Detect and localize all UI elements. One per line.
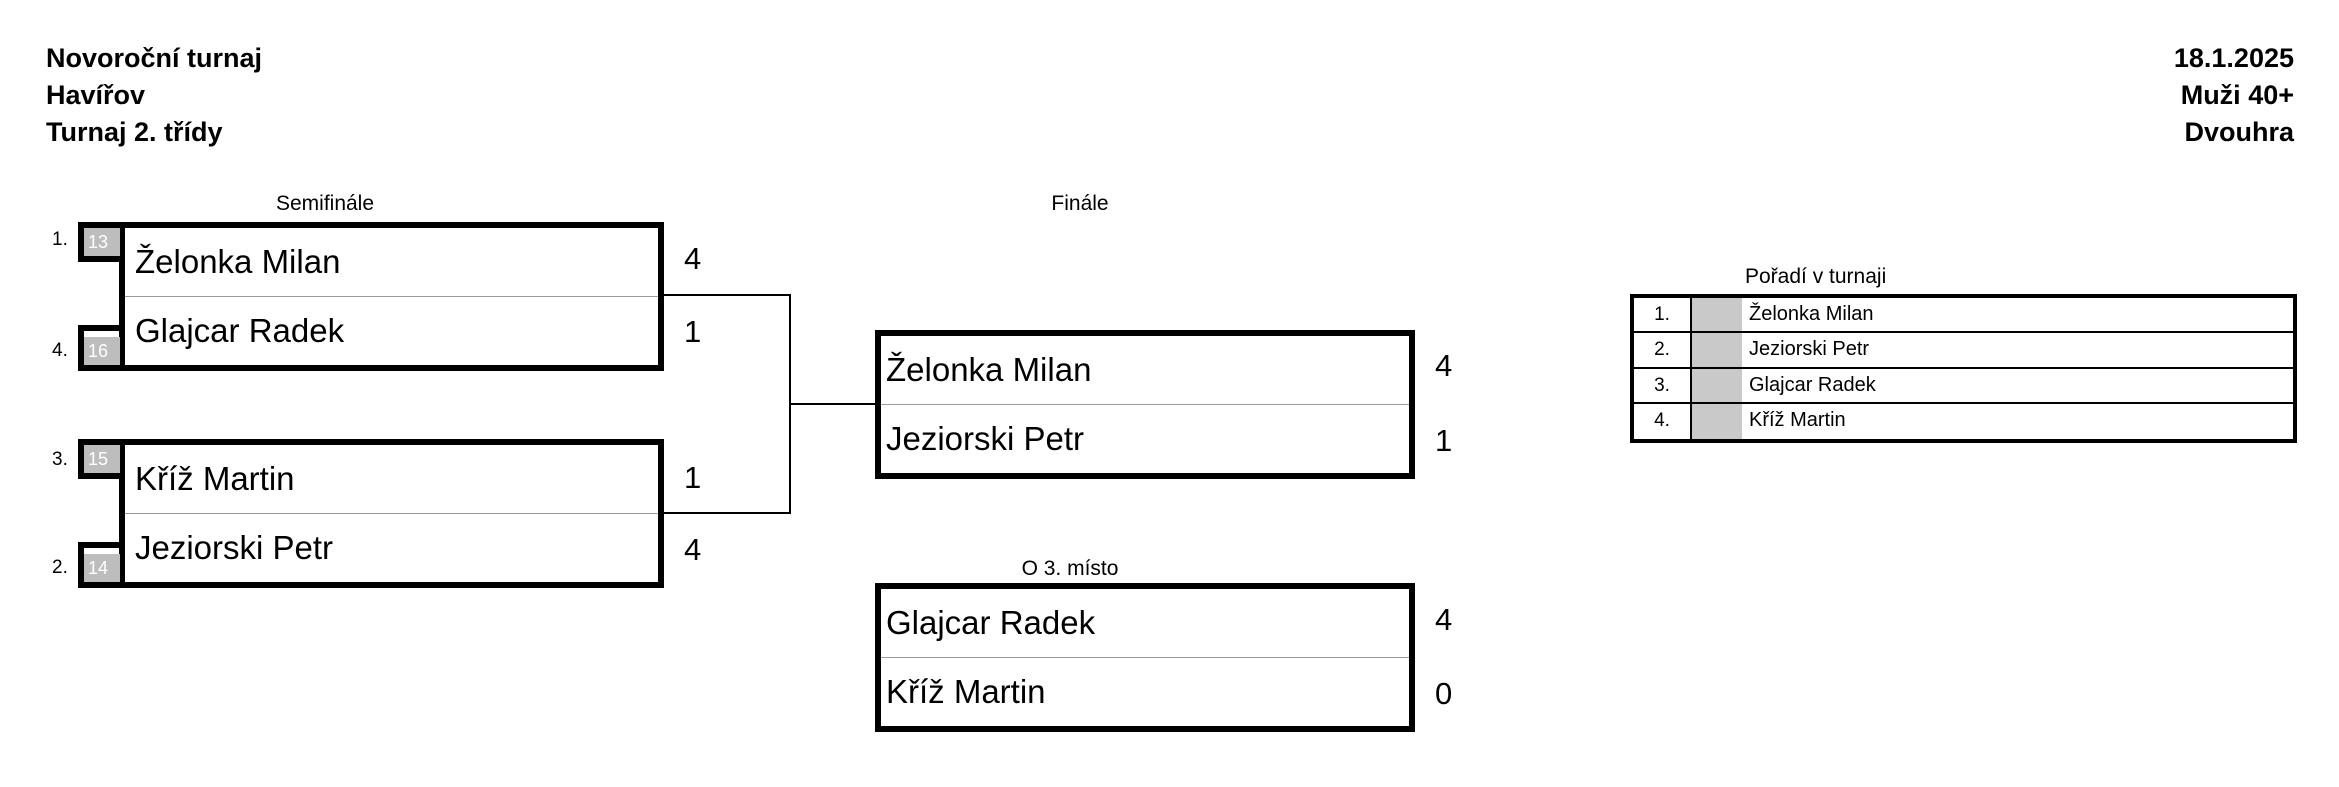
ranking-seed-cell (1692, 368, 1742, 402)
match-score: 4 (1435, 602, 1453, 637)
tournament-info: Novoroční turnaj Havířov Turnaj 2. třídy (46, 40, 262, 151)
tournament-name: Novoroční turnaj (46, 43, 263, 73)
connector-line (789, 403, 877, 405)
ranking-row: 1. Želonka Milan (1634, 298, 2293, 334)
ranking-row: 4. Kříž Martin (1634, 403, 2293, 439)
bracket-line (78, 325, 84, 371)
match-score: 1 (684, 314, 702, 349)
bracket-line (78, 542, 125, 548)
final-caption: Finále (1051, 192, 1109, 215)
final-top-row: Želonka Milan (881, 336, 1409, 405)
bracket-line (78, 222, 125, 228)
event-info: 18.1.2025 Muži 40+ Dvouhra (2174, 40, 2294, 151)
seed-number: 13 (84, 228, 120, 256)
ranking-seed-cell (1692, 403, 1742, 439)
semifinal-caption: Semifinále (275, 192, 375, 215)
bracket-line (119, 256, 125, 331)
player-name: Jeziorski Petr (135, 528, 334, 566)
bracket-line (78, 325, 125, 331)
ranking-position: 1. (1634, 298, 1692, 332)
ranking-position: 2. (1634, 333, 1692, 367)
connector-line (664, 512, 791, 514)
ranking-name: Jeziorski Petr (1749, 338, 1870, 361)
semifinal-2-bottom-row: Jeziorski Petr (125, 514, 658, 583)
draw-position: 2. (52, 557, 68, 578)
player-name: Glajcar Radek (886, 603, 1096, 641)
connector-line (664, 294, 791, 296)
semifinal-match-1: Želonka Milan Glajcar Radek (119, 222, 664, 371)
player-name: Želonka Milan (135, 242, 341, 280)
ranking-row: 3. Glajcar Radek (1634, 368, 2293, 404)
ranking-seed-cell (1692, 298, 1742, 332)
player-name: Jeziorski Petr (886, 419, 1085, 457)
match-score: 4 (684, 241, 702, 276)
ranking-caption: Pořadí v turnaji (1745, 265, 1887, 288)
bracket-line (78, 542, 84, 588)
event-discipline: Dvouhra (2184, 117, 2294, 147)
seed-number: 14 (84, 554, 120, 582)
draw-position: 3. (52, 449, 68, 470)
match-score: 4 (1435, 348, 1453, 383)
match-score: 4 (684, 532, 702, 567)
seed-number: 16 (84, 337, 120, 365)
player-name: Kříž Martin (886, 672, 1046, 710)
bracket-line (78, 256, 125, 262)
ranking-name: Želonka Milan (1749, 303, 1874, 325)
bracket-line (78, 365, 125, 371)
seed-number: 15 (84, 445, 120, 473)
final-match: Želonka Milan Jeziorski Petr (875, 330, 1415, 479)
match-score: 0 (1435, 676, 1453, 711)
event-date: 18.1.2025 (2173, 43, 2294, 73)
event-group: Muži 40+ (2180, 80, 2294, 110)
player-name: Kříž Martin (135, 459, 295, 497)
semifinal-2-top-row: Kříž Martin (125, 445, 658, 514)
ranking-seed-cell (1692, 333, 1742, 367)
draw-position: 1. (52, 229, 68, 250)
ranking-name: Glajcar Radek (1749, 373, 1876, 396)
bracket-line (78, 222, 84, 262)
semifinal-1-top-row: Želonka Milan (125, 228, 658, 297)
draw-position: 4. (52, 340, 68, 361)
player-name: Glajcar Radek (135, 311, 345, 349)
bracket-line (78, 582, 125, 588)
third-place-bottom-row: Kříž Martin (881, 658, 1409, 727)
match-score: 1 (684, 460, 702, 495)
ranking-table: 1. Želonka Milan 2. Jeziorski Petr 3. Gl… (1630, 294, 2297, 443)
bracket-line (78, 473, 125, 479)
semifinal-1-bottom-row: Glajcar Radek (125, 297, 658, 366)
ranking-row: 2. Jeziorski Petr (1634, 333, 2293, 369)
third-place-top-row: Glajcar Radek (881, 589, 1409, 658)
bracket-line (119, 473, 125, 548)
third-place-caption: O 3. místo (1021, 557, 1119, 580)
ranking-position: 4. (1634, 403, 1692, 439)
bracket-line (78, 439, 84, 479)
ranking-position: 3. (1634, 368, 1692, 402)
bracket-line (78, 439, 125, 445)
match-score: 1 (1435, 423, 1453, 458)
tournament-city: Havířov (46, 80, 146, 110)
semifinal-match-2: Kříž Martin Jeziorski Petr (119, 439, 664, 588)
ranking-name: Kříž Martin (1749, 408, 1846, 431)
final-bottom-row: Jeziorski Petr (881, 405, 1409, 474)
player-name: Želonka Milan (886, 350, 1092, 388)
tournament-category: Turnaj 2. třídy (46, 117, 223, 147)
third-place-match: Glajcar Radek Kříž Martin (875, 583, 1415, 732)
